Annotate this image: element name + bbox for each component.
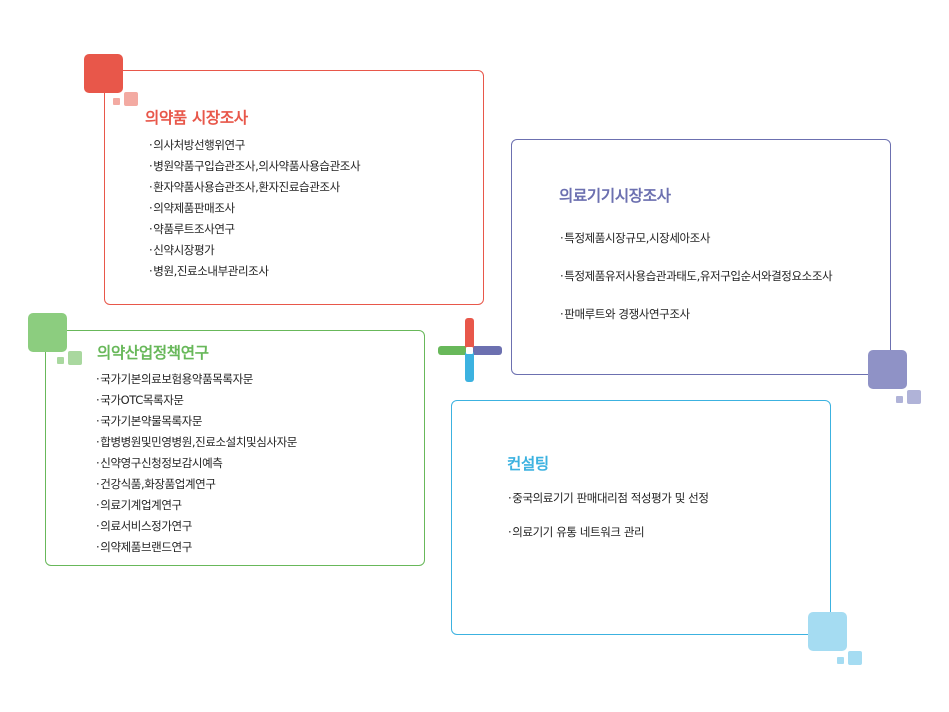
list-item: 건강식품,화장품업계연구: [96, 474, 297, 495]
list-item: 약품루트조사연구: [149, 219, 360, 240]
device-corner-square: [868, 350, 907, 389]
list-item: 국가기본의료보험용약품목록자문: [96, 369, 297, 390]
pharma-corner-square-tiny: [113, 98, 120, 105]
list-item: 의약제품브랜드연구: [96, 537, 297, 558]
pharma-corner-square-small: [124, 92, 138, 106]
list-item: 국가기본약물목록자문: [96, 411, 297, 432]
plus-cross-left-arm: [438, 346, 470, 355]
list-item: 합병병원및민영병원,진료소설치및심사자문: [96, 432, 297, 453]
device-corner-square-small: [907, 390, 921, 404]
policy-corner-square-tiny: [57, 357, 64, 364]
list-item: 특정제품유저사용습관과태도,유저구입순서와결정요소조사: [560, 257, 832, 295]
list-item: 중국의료기기 판매대리점 적성평가 및 선정: [508, 481, 709, 515]
policy-corner-square: [28, 313, 67, 352]
pharma-market-title: 의약품 시장조사: [145, 109, 248, 127]
plus-cross-icon: [437, 318, 503, 382]
list-item: 의료기기 유통 네트워크 관리: [508, 515, 709, 549]
list-item: 신약시장평가: [149, 240, 360, 261]
list-item: 특정제품시장규모,시장세아조사: [560, 219, 832, 257]
consulting-corner-square-small: [848, 651, 862, 665]
consulting-list: 중국의료기기 판매대리점 적성평가 및 선정 의료기기 유통 네트워크 관리: [508, 481, 709, 549]
plus-cross-top-arm: [465, 318, 474, 349]
list-item: 판매루트와 경쟁사연구조사: [560, 295, 832, 333]
list-item: 환자약품사용습관조사,환자진료습관조사: [149, 177, 360, 198]
plus-cross-bottom-arm: [465, 351, 474, 382]
list-item: 의료서비스정가연구: [96, 516, 297, 537]
list-item: 의약제품판매조사: [149, 198, 360, 219]
device-corner-square-tiny: [896, 396, 903, 403]
policy-corner-square-small: [68, 351, 82, 365]
list-item: 국가OTC목록자문: [96, 390, 297, 411]
pharma-market-list: 의사처방선행위연구 병원약품구입습관조사,의사약품사용습관조사 환자약품사용습관…: [149, 135, 360, 282]
device-market-title: 의료기기시장조사: [559, 187, 671, 205]
consulting-corner-square-tiny: [837, 657, 844, 664]
industry-policy-list: 국가기본의료보험용약품목록자문 국가OTC목록자문 국가기본약물목록자문 합병병…: [96, 369, 297, 558]
list-item: 병원약품구입습관조사,의사약품사용습관조사: [149, 156, 360, 177]
plus-cross-center: [466, 347, 473, 354]
consulting-title: 컨설팅: [507, 455, 549, 473]
list-item: 의료기계업계연구: [96, 495, 297, 516]
pharma-corner-square: [84, 54, 123, 93]
device-market-list: 특정제품시장규모,시장세아조사 특정제품유저사용습관과태도,유저구입순서와결정요…: [560, 219, 832, 333]
list-item: 의사처방선행위연구: [149, 135, 360, 156]
industry-policy-title: 의약산업정책연구: [97, 344, 209, 362]
plus-cross-right-arm: [470, 346, 502, 355]
list-item: 신약영구신청정보감시예측: [96, 453, 297, 474]
consulting-corner-square: [808, 612, 847, 651]
list-item: 병원,진료소내부관리조사: [149, 261, 360, 282]
